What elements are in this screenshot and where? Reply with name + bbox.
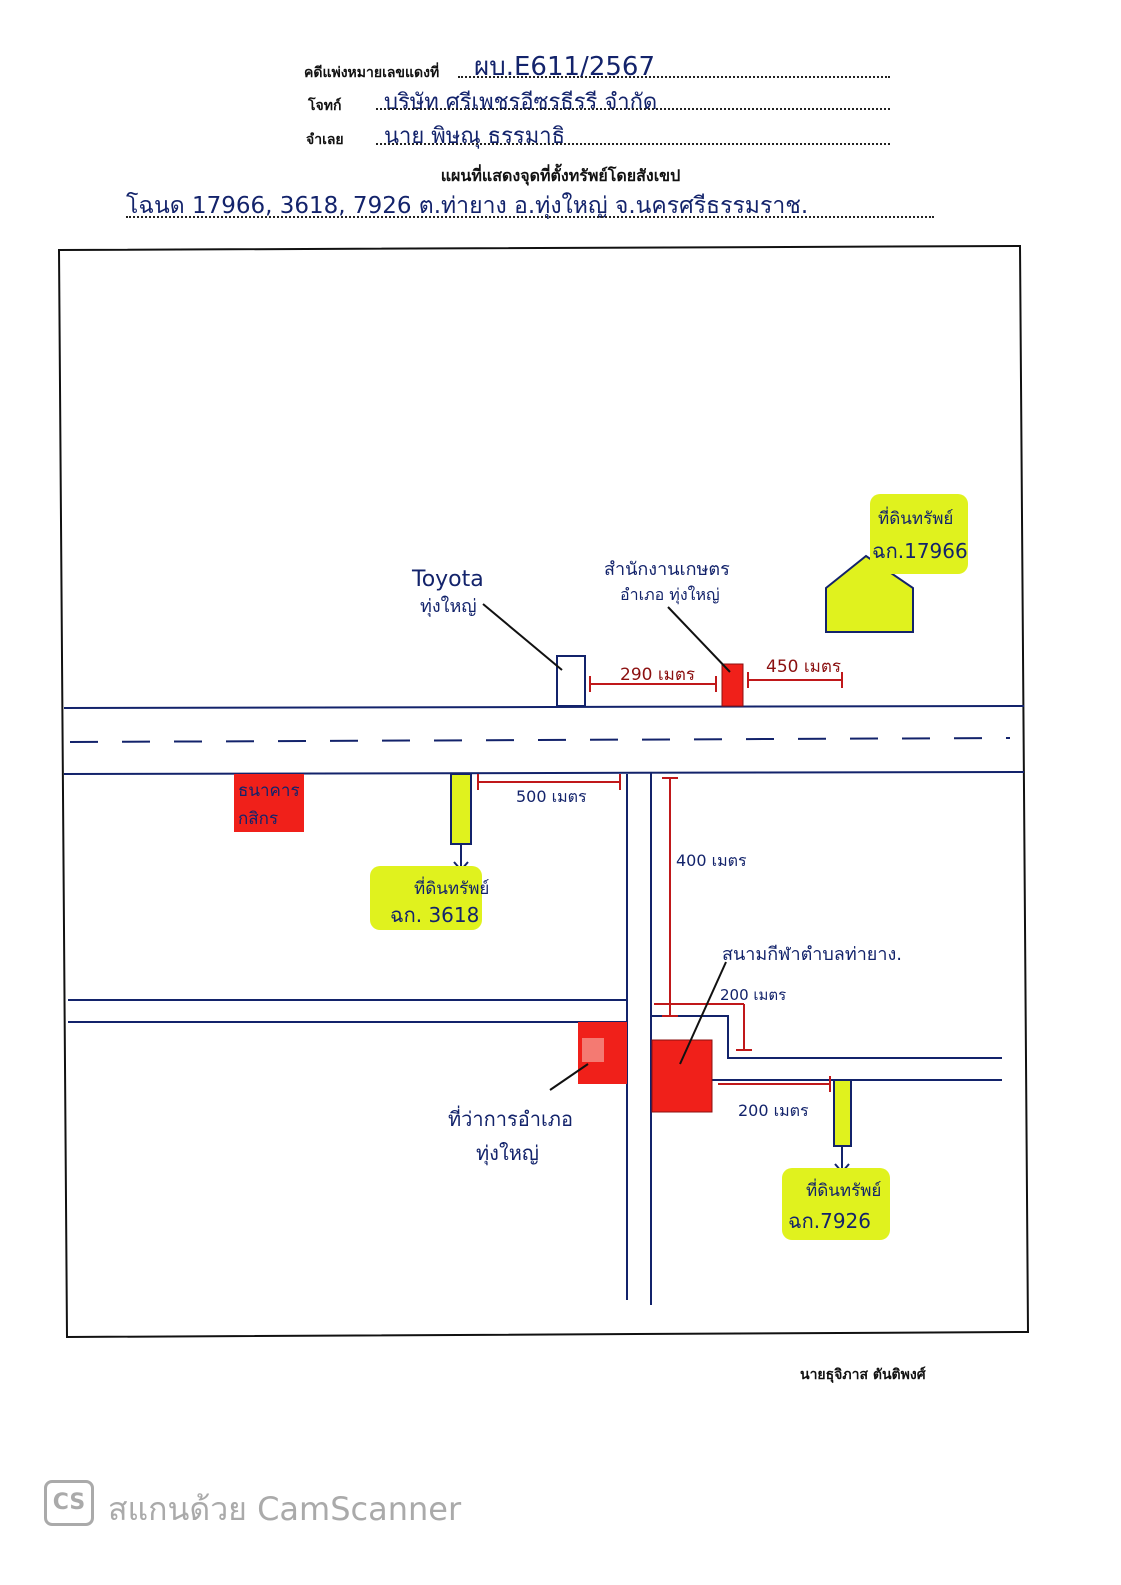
camscanner-watermark: สแกนด้วย CamScanner [108,1490,462,1528]
land-3618-highlight [370,866,482,930]
defendant-label: จำเลย [306,132,344,148]
bank-sub-label: กสิกร [238,809,278,829]
signature-name: นายธุจิภาส ตันติพงศ์ [800,1367,926,1383]
dim-200b-label: 200 เมตร [738,1101,809,1120]
case-number-label: คดีแพ่งหมายเลขแดงที่ [304,65,440,81]
land-17966-house [825,554,914,633]
agri-office-label: สำนักงานเกษตร [604,559,730,580]
land-7926-plot [833,1079,852,1147]
land-7926-highlight [782,1168,890,1240]
land-3618-plot [450,773,472,845]
deed-line: โฉนด 17966, 3618, 7926 ต.ท่ายาง อ.ทุ่งให… [126,193,809,219]
district-office-glare [582,1038,604,1062]
main-road-bottom-edge [63,771,1025,775]
district-office-label: ที่ว่าการอำเภอ [448,1105,573,1131]
toyota-pointer [482,603,563,671]
agri-office-block [721,663,744,707]
district-office-sub-label: ทุ่งใหญ่ [476,1141,539,1166]
camscanner-logo-icon: CS [44,1480,94,1526]
toyota-sub-label: ทุ่งใหญ่ [420,595,477,617]
plaintiff-label: โจทก์ [308,98,342,114]
plaintiff-line [376,108,890,110]
land-7926-number: ฉก.7926 [788,1209,871,1233]
land-3618-label: ที่ดินทรัพย์ [414,876,489,899]
stadium-pointer [679,961,727,1065]
bank-block [234,774,304,832]
land-17966-number: ฉก.17966 [872,539,968,563]
case-number-line [458,76,890,78]
dim-450-label: 450 เมตร [766,657,841,677]
main-road-top-edge [63,705,1025,709]
stadium-label: สนามกีฬาตำบลท่ายาง. [722,944,902,965]
land-17966-label: ที่ดินทรัพย์ [878,506,953,529]
agri-office-sub-label: อำเภอ ทุ่งใหญ่ [620,585,720,605]
right-lane-top [651,1015,1002,1059]
bank-label: ธนาคาร [238,781,300,801]
toyota-building [556,655,586,707]
defendant-line [376,143,890,145]
toyota-label: Toyota [411,567,484,592]
stadium-block [651,1039,713,1113]
district-office-pointer [549,1063,589,1091]
dim-400-label: 400 เมตร [676,851,747,870]
land-3618-number: ฉก. 3618 [390,903,479,927]
dim-200a-label: 200 เมตร [720,986,786,1004]
land-17966-highlight [870,494,968,574]
deed-underline [126,216,934,218]
dim-500-label: 500 เมตร [516,787,587,806]
main-road-center-line [69,737,1011,743]
plaintiff-value: บริษัท ศรีเพชรอีซรธีรรี จำกัด [384,90,658,115]
land-7926-label: ที่ดินทรัพย์ [806,1178,881,1201]
map-frame [57,244,1030,1339]
dim-290-label: 290 เมตร [620,665,695,685]
agri-office-pointer [667,606,731,673]
map-title: แผนที่แสดงจุดที่ตั้งทรัพย์โดยสังเขป [440,166,681,185]
